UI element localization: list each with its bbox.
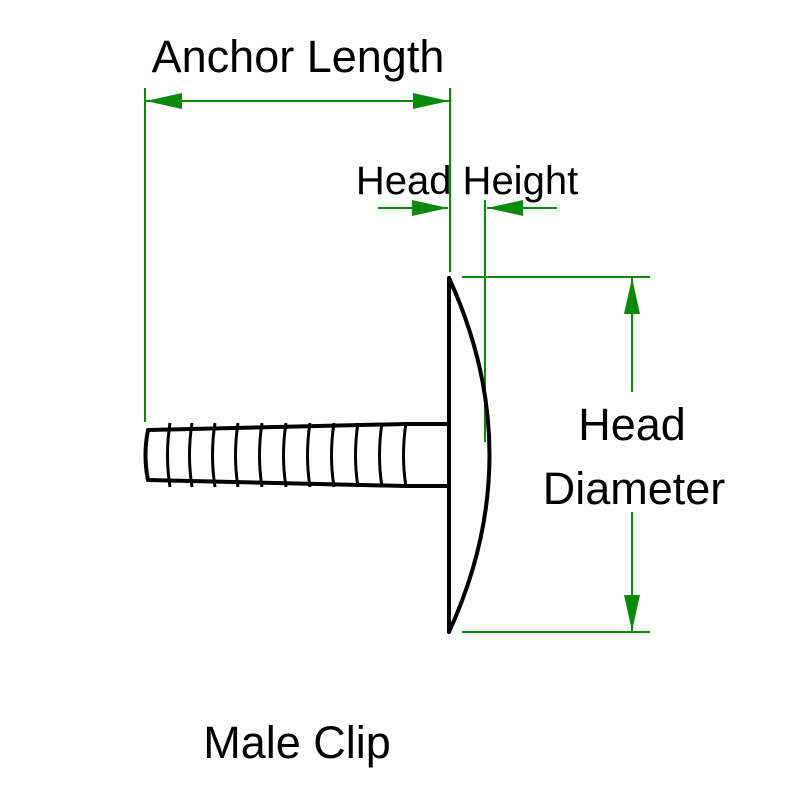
head-diameter-label-line2: Diameter (543, 463, 726, 514)
head-height-left-arrowhead (412, 200, 448, 216)
head-height-label: Head Height (356, 159, 578, 203)
dome-head (447, 276, 492, 634)
anchor-length-label: Anchor Length (152, 31, 445, 82)
shank-barbs (166, 422, 408, 488)
anchor-left-arrowhead (146, 93, 182, 109)
head-height-right-arrowhead (487, 200, 523, 216)
caption-title: Male Clip (203, 717, 391, 768)
head-diameter-label-line1: Head (578, 399, 686, 450)
head-diameter-top-arrowhead (624, 278, 640, 314)
anchor-right-arrowhead (413, 93, 449, 109)
anchor-length-dimension (144, 88, 451, 422)
head-diameter-dimension (462, 276, 650, 633)
male-clip-part (143, 276, 492, 634)
head-diameter-bottom-arrowhead (624, 595, 640, 631)
shank-outline (143, 422, 451, 488)
